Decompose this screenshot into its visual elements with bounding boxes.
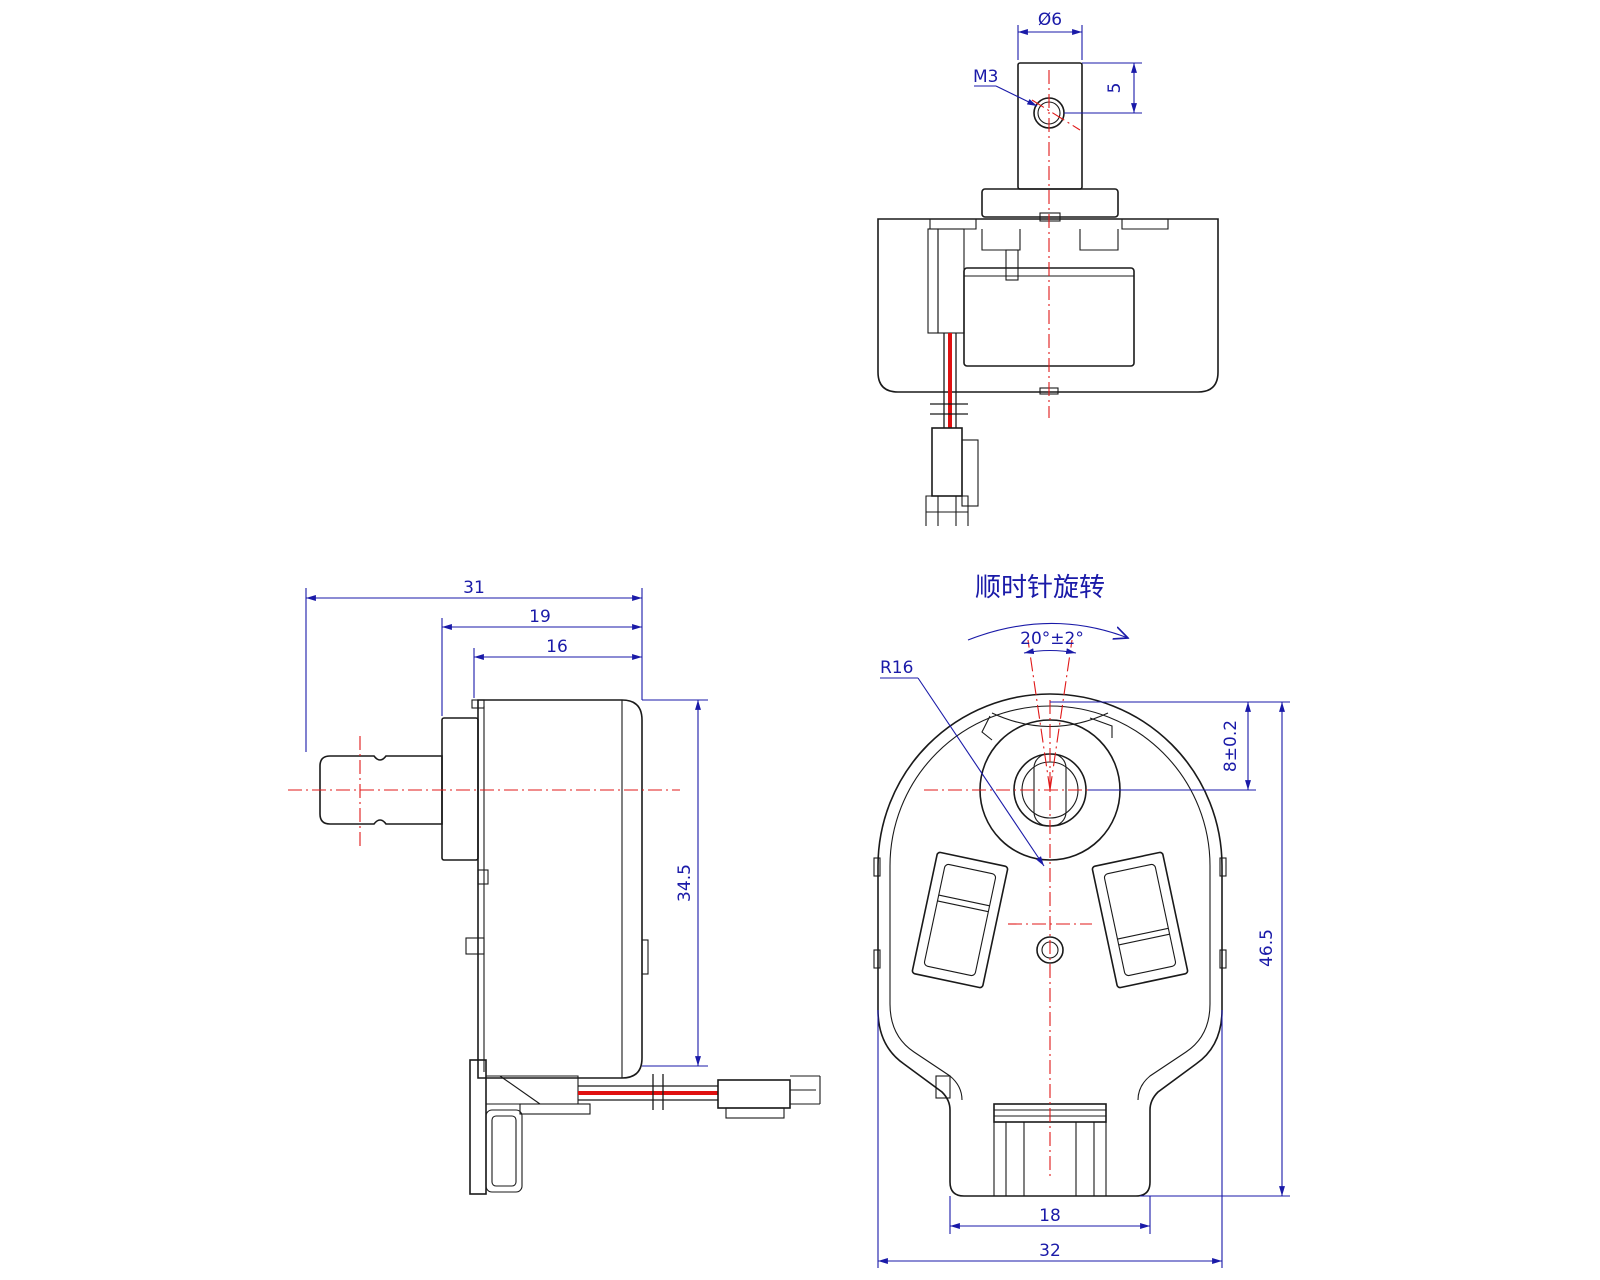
side-bracket [469,1059,487,1195]
side-view: 31 19 16 34.5 [288,578,821,1195]
dim-height-46-5: 46.5 [1257,929,1277,967]
front-view: 顺时针旋转 20°±2° R16 8±0.2 46.5 18 32 [873,573,1290,1268]
side-boss [441,717,479,861]
dim-radius: R16 [880,658,913,678]
side-connector [717,1079,791,1109]
dim-height-34-5: 34.5 [675,864,695,902]
rotation-arrow [967,622,1128,641]
top-boss [981,188,1119,218]
dim-angle: 20°±2° [1020,629,1084,649]
dim-offset-8: 8±0.2 [1221,720,1241,772]
top-shaft [1017,62,1083,190]
rotation-label: 顺时针旋转 [975,573,1105,603]
dim-length-19: 19 [529,607,551,627]
side-housing [477,699,643,1079]
front-body [877,693,1223,1197]
dim-length-16: 16 [546,637,568,657]
front-coil-left [911,851,1009,989]
top-housing [877,218,1219,393]
dim-width-32: 32 [1039,1241,1061,1261]
front-coil-right [1091,851,1189,989]
top-connector [931,427,963,497]
dim-width-18: 18 [1039,1206,1061,1226]
dim-hole-offset: 5 [1105,83,1125,94]
side-shaft [319,755,443,825]
dim-length-total: 31 [463,578,485,598]
top-view: Ø6 M3 5 [877,10,1219,526]
dim-thread: M3 [973,67,998,87]
dim-shaft-diameter: Ø6 [1038,10,1062,30]
front-center-pin [1036,936,1064,964]
